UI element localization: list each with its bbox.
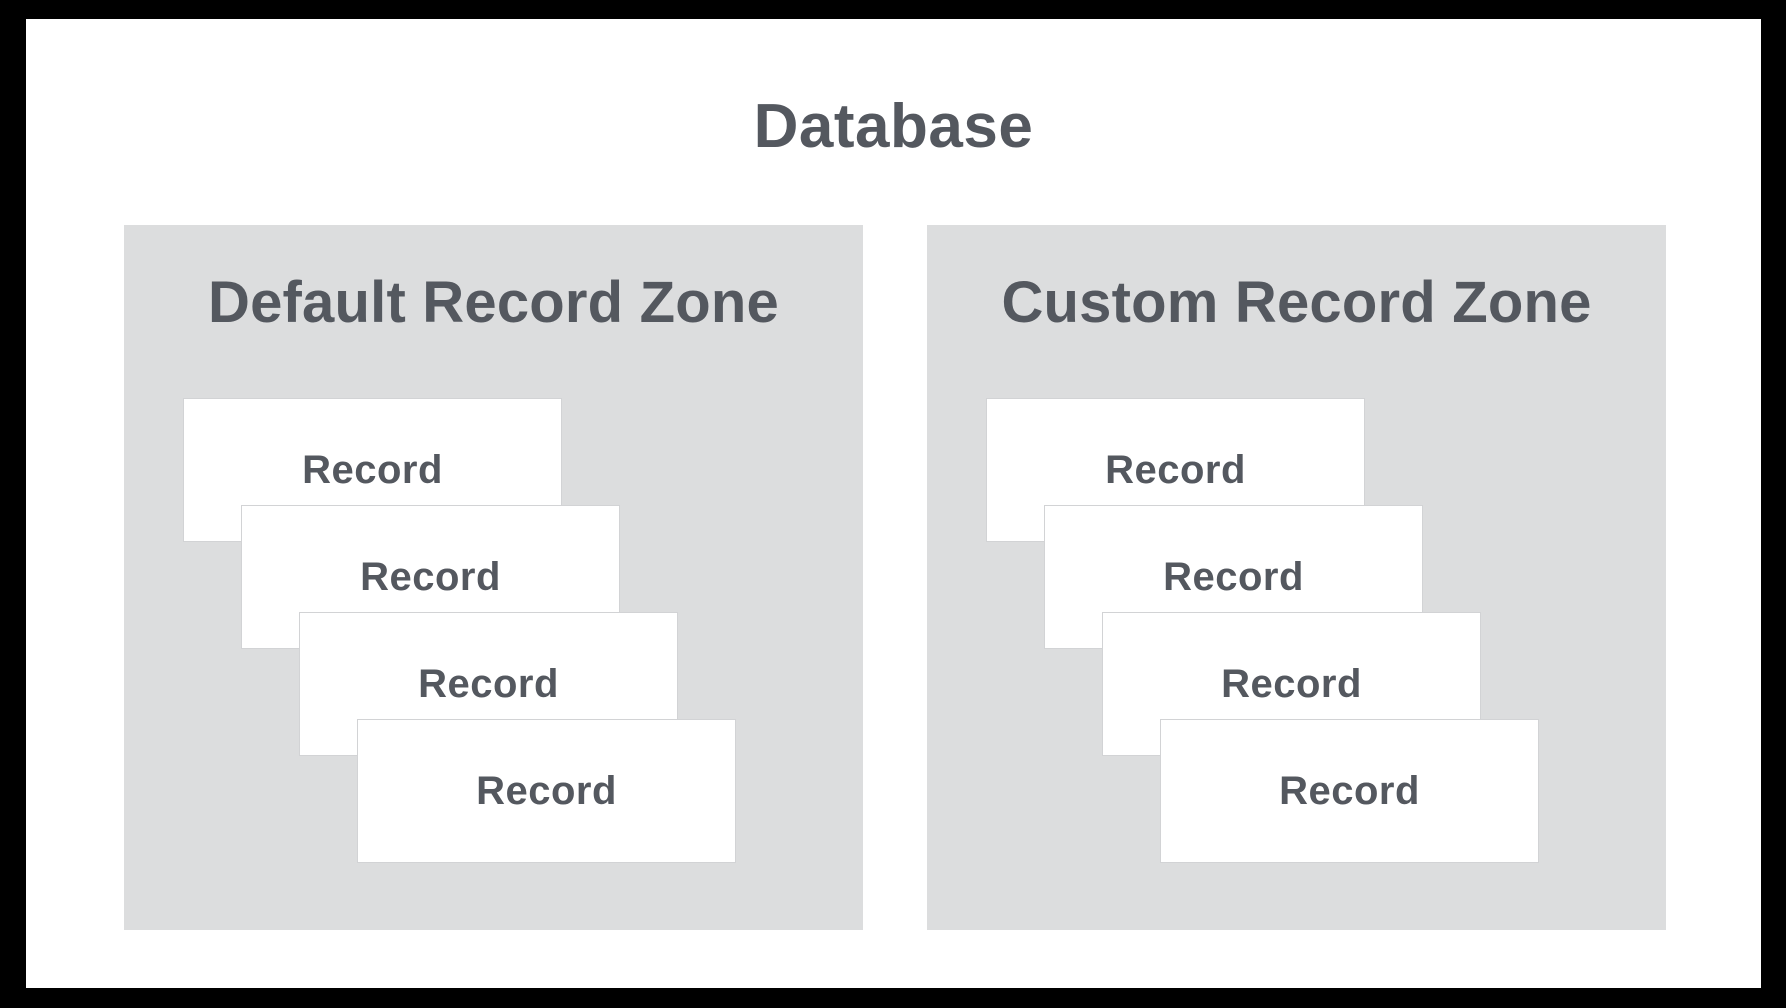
page-title: Database [753, 92, 1034, 161]
record-label: Record [476, 768, 617, 813]
record-label: Record [1163, 554, 1304, 599]
zone-title: Custom Record Zone [1001, 270, 1592, 335]
diagram-canvas: Database Default Record Zone Record Reco… [26, 19, 1761, 988]
record-card: Record [357, 719, 736, 863]
record-label: Record [418, 661, 559, 706]
record-card: Record [1160, 719, 1539, 863]
record-label: Record [360, 554, 501, 599]
zone-title: Default Record Zone [208, 270, 779, 335]
zone-custom-record: Custom Record Zone Record Record Record … [927, 225, 1666, 930]
record-label: Record [302, 447, 443, 492]
record-label: Record [1105, 447, 1246, 492]
record-label: Record [1279, 768, 1420, 813]
zone-default-record: Default Record Zone Record Record Record… [124, 225, 863, 930]
record-label: Record [1221, 661, 1362, 706]
